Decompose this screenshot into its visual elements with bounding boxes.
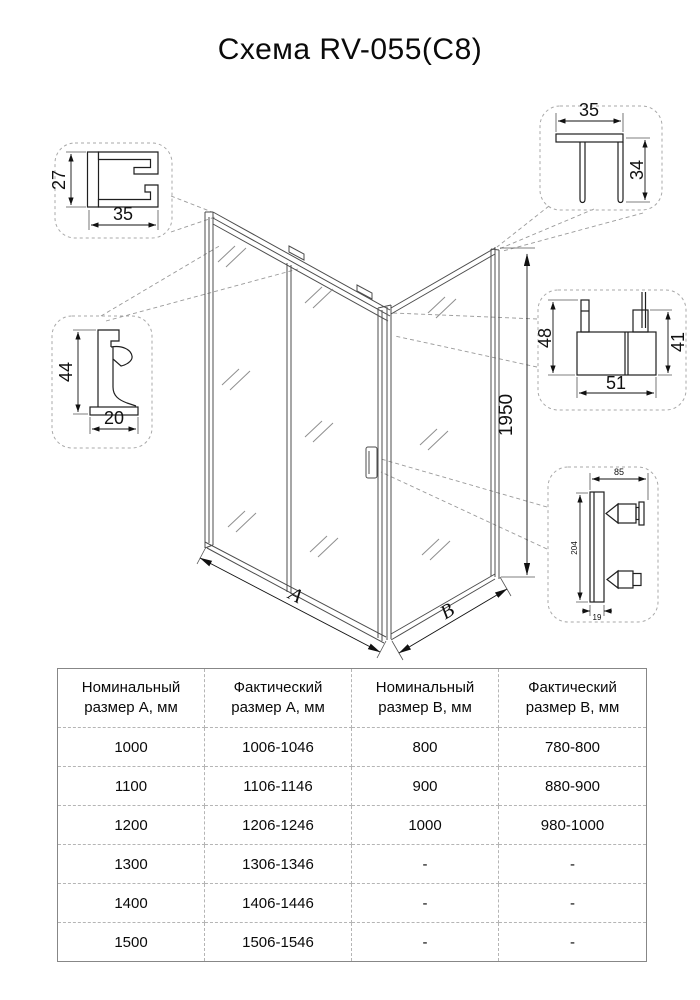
column-header: Номинальный размер В, мм (352, 669, 499, 728)
top-rail-height-label: 34 (627, 160, 647, 180)
table-cell: 1006-1046 (205, 728, 352, 767)
table-cell: - (352, 884, 499, 923)
table-cell: 900 (352, 767, 499, 806)
table-cell: 1300 (58, 845, 205, 884)
column-header: Фактический размер А, мм (205, 669, 352, 728)
wall-profile-width-label: 35 (113, 204, 133, 224)
table-cell: 1000 (352, 806, 499, 845)
callout-corner-profile: 48 41 51 (535, 289, 688, 411)
page-title: Схема RV-055(C8) (217, 33, 483, 66)
wall-profile-height-label: 27 (49, 170, 69, 190)
table-cell: 1206-1246 (205, 806, 352, 845)
door-handle (365, 446, 378, 479)
table-cell: - (570, 933, 575, 951)
corner-profile-right-height-label: 41 (668, 332, 688, 352)
hook-profile-height-label: 44 (56, 362, 76, 382)
table-cell: - (352, 845, 499, 884)
table-cell: 1200 (58, 806, 205, 845)
table-cell: 1106-1146 (205, 767, 352, 806)
table-cell: 1100 (58, 767, 205, 806)
table-cell: 1406-1446 (205, 884, 352, 923)
table-row: 1500 1506-1546 - - (58, 923, 646, 961)
enclosure-drawing (204, 211, 500, 644)
table-cell: 980-1000 (499, 806, 646, 845)
table-cell: 800 (352, 728, 499, 767)
table-cell: 1000 (58, 728, 205, 767)
table-row: 1100 1106-1146 900 880-900 (58, 767, 646, 806)
technical-drawing: 1950 A B 27 35 (49, 100, 688, 661)
table-cell: 1400 (58, 884, 205, 923)
height-dimension-label: 1950 (496, 394, 517, 436)
corner-profile-left-height-label: 48 (535, 328, 555, 348)
callout-wall-profile: 27 35 (49, 142, 173, 239)
hook-profile-width-label: 20 (104, 408, 124, 428)
table-cell: 780-800 (499, 728, 646, 767)
size-table: Номинальный размер А, мм Фактический раз… (57, 668, 647, 962)
table-row: 1400 1406-1446 - - (58, 884, 646, 923)
callout-handle: 85 204 19 (547, 466, 659, 623)
column-header: Номинальный размер А, мм (58, 669, 205, 728)
handle-width-label: 85 (614, 467, 624, 477)
table-row: 1200 1206-1246 1000 980-1000 (58, 806, 646, 845)
header-row: Номинальный размер А, мм Фактический раз… (58, 669, 646, 728)
callout-hook-profile: 44 20 (51, 315, 153, 449)
table-cell: - (499, 845, 646, 884)
callout-top-rail-profile: 35 34 (539, 100, 663, 211)
table-cell: 1306-1346 (205, 845, 352, 884)
table-cell: - (499, 884, 646, 923)
handle-depth-label: 19 (593, 613, 602, 622)
dimension-b: B (391, 576, 512, 661)
table-cell: 1506-1546 (205, 923, 352, 961)
table-row: 1300 1306-1346 - - (58, 845, 646, 884)
column-header: Фактический размер В, мм (499, 669, 646, 728)
table-row: 1000 1006-1046 800 780-800 (58, 728, 646, 767)
dimension-height: 1950 (496, 247, 535, 578)
leader-lines (100, 195, 644, 550)
table-cell: - (352, 923, 499, 961)
handle-height-label: 204 (570, 541, 579, 555)
table-cell: 1500 (58, 923, 205, 961)
corner-profile-width-label: 51 (606, 373, 626, 393)
table-cell: 880-900 (499, 767, 646, 806)
top-rail-width-label: 35 (579, 100, 599, 120)
